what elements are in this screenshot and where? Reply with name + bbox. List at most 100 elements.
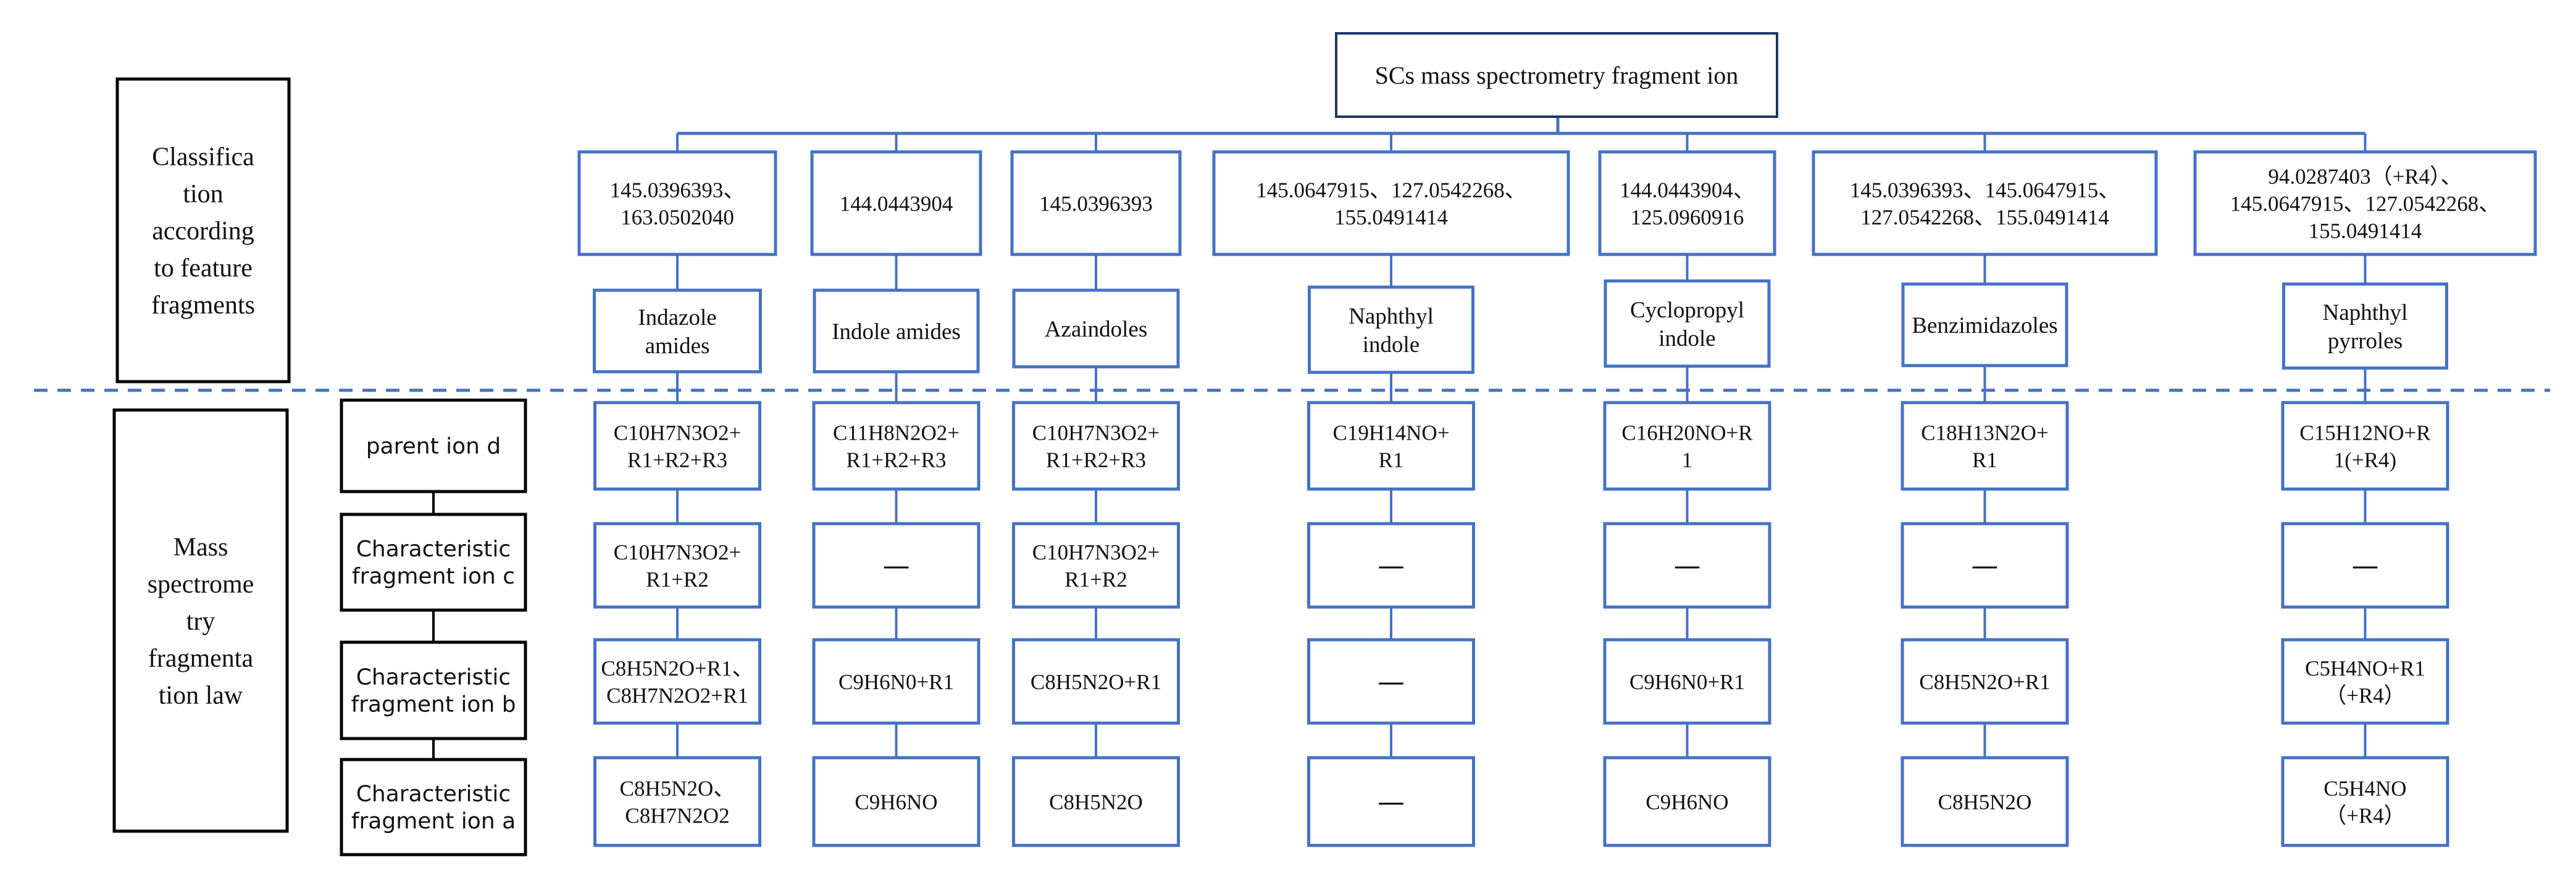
ion-box-4-d: C19H14NO+R1 — [1307, 401, 1475, 491]
ion-box-5-c-frame — [1603, 522, 1771, 609]
fragmentation-label-text-line: spectrome — [148, 571, 254, 599]
row-label-fragment-ion-b-frame — [340, 640, 527, 740]
class-box-6: Benzimidazoles — [1901, 282, 2068, 367]
ion-box-2-c-frame — [812, 522, 981, 609]
ion-box-5-c: — — [1603, 522, 1771, 609]
ion-box-2-a-text-line: C9H6NO — [855, 790, 937, 814]
feature-box-1-text-line: 145.0396393、 — [610, 178, 745, 202]
ion-box-4-c-text-line: — — [1378, 550, 1405, 582]
class-box-4-text-line: Naphthyl — [1349, 304, 1434, 329]
ion-box-5-d-text-line: 1 — [1682, 448, 1693, 472]
ion-box-3-a: C8H5N2O — [1012, 756, 1180, 847]
ion-box-3-d-text-line: C10H7N3O2+ — [1032, 421, 1160, 445]
ion-box-1-b-text-line: C8H5N2O+R1、 — [601, 656, 753, 681]
feature-box-7-frame — [2193, 150, 2537, 256]
class-box-2: Indole amides — [813, 288, 980, 374]
ion-box-1-d-frame — [593, 401, 761, 491]
ion-box-1-d: C10H7N3O2+R1+R2+R3 — [593, 401, 761, 491]
ion-box-2-d-frame — [812, 401, 981, 491]
feature-box-7-text-line: 155.0491414 — [2309, 219, 2422, 243]
feature-box-4-text-line: 155.0491414 — [1334, 205, 1448, 229]
row-label-parent-ion-d-text-line: parent ion d — [366, 434, 501, 459]
ion-box-1-c-text-line: C10H7N3O2+ — [614, 540, 741, 564]
classification-label-text-line: to feature — [154, 254, 253, 283]
ion-box-6-d: C18H13N2O+R1 — [1901, 401, 2069, 491]
ion-box-3-b-text-line: C8H5N2O+R1 — [1031, 670, 1161, 694]
ion-box-1-a: C8H5N2O、C8H7N2O2 — [593, 756, 761, 847]
feature-box-4: 145.0647915、127.0542268、 155.0491414 — [1212, 150, 1570, 256]
ion-box-5-a-text-line: C9H6NO — [1646, 790, 1728, 814]
ion-box-3-c-text-line: C10H7N3O2+ — [1032, 540, 1160, 564]
class-box-5-text-line: indole — [1658, 326, 1715, 351]
ion-box-6-c-text-line: — — [1972, 550, 1999, 582]
feature-box-5: 144.0443904、 125.0960916 — [1598, 150, 1776, 256]
ion-box-2-c-text-line: — — [883, 550, 910, 582]
ion-box-6-d-text-line: C18H13N2O+ — [1921, 421, 2048, 445]
diagram-boxes: SCs mass spectrometry fragment ion 145.03… — [112, 32, 2537, 857]
ion-box-2-b-text-line: C9H6N0+R1 — [838, 670, 954, 694]
ion-box-2-a: C9H6NO — [812, 756, 981, 847]
ion-box-5-c-text-line: — — [1674, 550, 1701, 582]
root-node-text-line: SCs mass spectrometry fragment ion — [1375, 62, 1739, 90]
ion-box-7-b-text-line: C5H4NO+R1 — [2305, 656, 2425, 681]
fragmentation-label-frame — [112, 408, 289, 833]
ion-box-5-b-text-line: C9H6N0+R1 — [1629, 670, 1745, 694]
feature-box-4-text-line: 145.0647915、127.0542268、 — [1256, 178, 1526, 202]
fragmentation-label-text-line: try — [186, 608, 215, 636]
feature-box-2-text-line: 144.0443904 — [840, 191, 953, 216]
ion-box-7-a: C5H4NO（+R4） — [2281, 756, 2449, 847]
ion-box-4-d-text-line: R1 — [1379, 448, 1404, 472]
class-box-2-frame — [813, 288, 980, 374]
ion-box-7-b-frame — [2281, 638, 2449, 725]
ion-box-1-d-text-line: C10H7N3O2+ — [614, 421, 741, 445]
feature-box-6-text-line: 127.0542268、155.0491414 — [1860, 205, 2109, 229]
ion-box-7-c: — — [2281, 522, 2449, 609]
ion-box-3-b: C8H5N2O+R1 — [1012, 638, 1180, 725]
ion-box-3-c: C10H7N3O2+R1+R2 — [1012, 522, 1180, 609]
ion-box-1-b-text-line: C8H7N2O2+R1 — [606, 684, 748, 708]
ion-box-4-b: — — [1307, 638, 1475, 725]
ion-box-7-d-text-line: 1(+R4) — [2334, 448, 2396, 472]
ion-box-7-d: C15H12NO+R1(+R4) — [2281, 401, 2449, 491]
ion-box-2-b-frame — [812, 638, 981, 725]
classification-label-text-line: tion — [183, 180, 223, 209]
classification-label-text-line: according — [152, 217, 254, 246]
ion-box-6-a-frame — [1901, 756, 2069, 847]
feature-box-2: 144.0443904 — [810, 150, 982, 256]
ion-box-5-b-frame — [1603, 638, 1771, 725]
classification-label-frame — [115, 77, 291, 383]
class-box-1-frame — [593, 288, 762, 374]
feature-box-5-text-line: 144.0443904、 — [1620, 178, 1755, 202]
row-label-fragment-ion-c-text-line: fragment ion c — [352, 564, 515, 589]
ion-box-4-b-text-line: — — [1378, 666, 1405, 698]
feature-box-7-text-line: 94.0287403（+R4）、 — [2268, 164, 2462, 188]
row-label-parent-ion-d: parent ion d — [340, 398, 527, 493]
feature-box-1: 145.0396393、163.0502040 — [577, 150, 777, 256]
ion-box-5-d: C16H20NO+R 1 — [1603, 401, 1771, 491]
ion-box-4-a-frame — [1307, 756, 1475, 847]
class-box-5-text-line: Cyclopropyl — [1630, 298, 1744, 323]
feature-box-3-frame — [1010, 150, 1182, 256]
class-box-3-frame — [1012, 288, 1180, 369]
ion-box-5-d-frame — [1603, 401, 1771, 491]
ion-box-2-d-text-line: R1+R2+R3 — [846, 448, 946, 472]
ion-box-5-d-text-line: C16H20NO+R — [1621, 421, 1753, 445]
ion-box-6-d-frame — [1901, 401, 2069, 491]
classification-label-text-line: fragments — [151, 291, 255, 320]
ion-box-7-b-text-line: （+R4） — [2325, 684, 2406, 708]
fragmentation-label-text-line: tion law — [159, 682, 243, 710]
row-label-fragment-ion-c-frame — [340, 513, 527, 612]
class-box-1-text-line: Indazole — [638, 305, 716, 330]
ion-box-7-d-frame — [2281, 401, 2449, 491]
ion-box-4-a: — — [1307, 756, 1475, 847]
ion-box-2-d-text-line: C11H8N2O2+ — [833, 421, 960, 445]
feature-box-7-text-line: 145.0647915、127.0542268、 — [2230, 191, 2501, 216]
class-box-7-text-line: pyrroles — [2328, 329, 2402, 354]
feature-box-5-text-line: 125.0960916 — [1631, 205, 1744, 229]
